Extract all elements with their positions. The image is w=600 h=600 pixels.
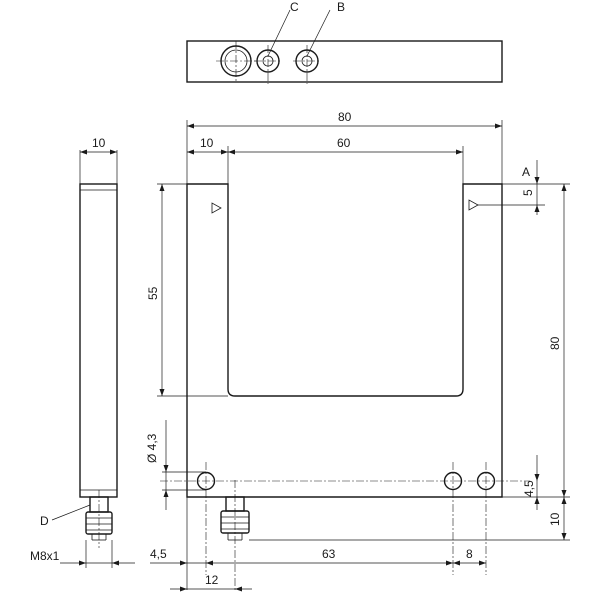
dim-hole-edge: 4,5 [522, 480, 536, 497]
marker-left [211, 202, 222, 214]
dim-left-arm: 10 [200, 136, 214, 150]
side-view: 10 D M8x1 [30, 136, 135, 568]
top-view-body [186, 40, 503, 83]
top-view: C B [186, 0, 503, 84]
dim-offset-a: 5 [521, 189, 535, 196]
dim-hole-pitch: 8 [466, 547, 473, 561]
dim-connector-length: 10 [548, 512, 562, 526]
side-view-body [79, 183, 118, 498]
dim-slot-width: 60 [337, 136, 351, 150]
dim-left-offset: 4,5 [150, 547, 167, 561]
dim-hole-spacing: 63 [322, 547, 336, 561]
dim-connector-offset: 12 [205, 573, 219, 587]
dim-side-thickness: 10 [92, 136, 106, 150]
dim-overall-height: 80 [548, 336, 562, 350]
label-c: C [290, 0, 299, 14]
label-b: B [337, 0, 345, 14]
front-view-body [186, 183, 503, 498]
label-d: D [40, 514, 49, 528]
dim-overall-width: 80 [338, 110, 352, 124]
front-view: 80 10 60 55 80 A 5 [145, 110, 570, 592]
dim-slot-depth: 55 [146, 286, 160, 300]
dim-hole-dia: Ø 4,3 [145, 433, 159, 463]
label-a: A [522, 165, 530, 179]
marker-right [468, 199, 479, 211]
dim-thread: M8x1 [30, 549, 60, 563]
